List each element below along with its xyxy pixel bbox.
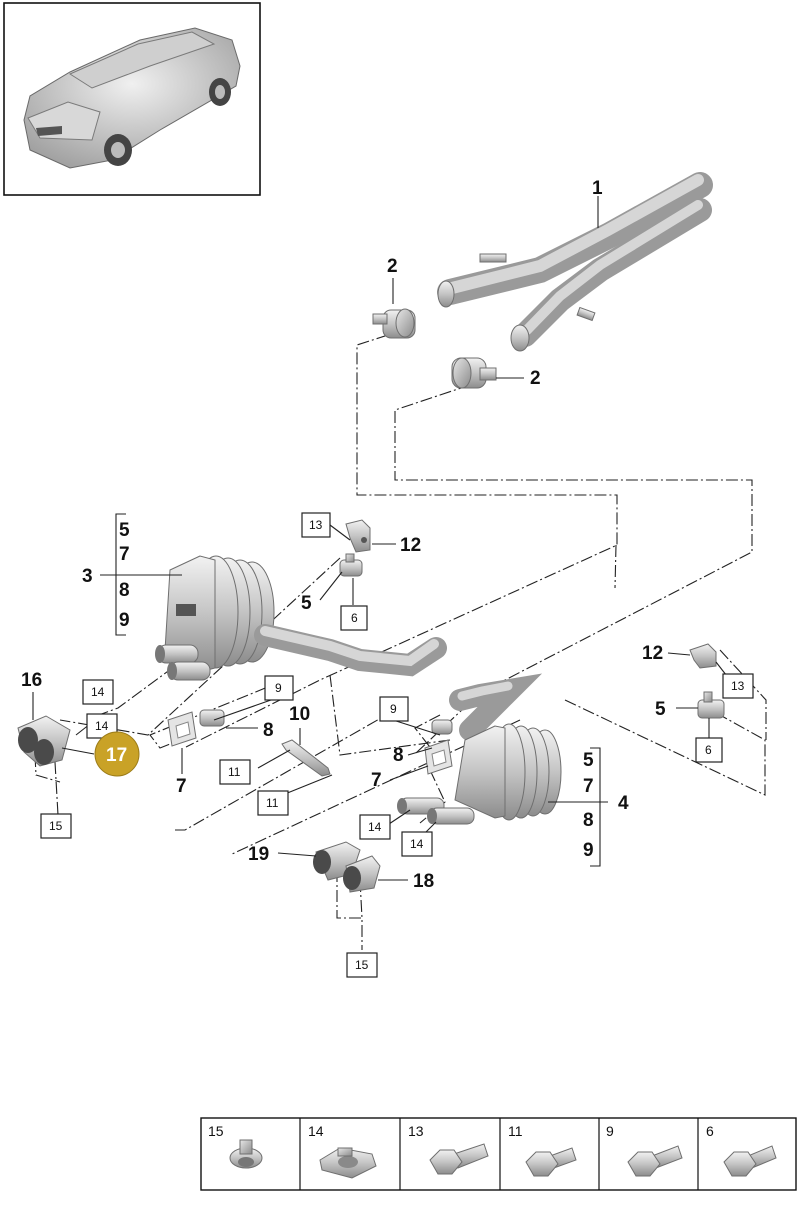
hex-bolt-icon bbox=[429, 1143, 489, 1175]
left-rear-muffler bbox=[155, 555, 447, 681]
callout-3-sub-8: 8 bbox=[119, 580, 130, 601]
hanger-8-right bbox=[431, 719, 453, 735]
callout-12-upper: 12 bbox=[400, 535, 421, 556]
callout-7-right: 7 bbox=[371, 770, 382, 791]
hanger-5-right bbox=[697, 691, 725, 719]
boxed-callout-9-right: 9 bbox=[379, 696, 409, 722]
hardware-table: 15 14 13 11 bbox=[200, 1117, 797, 1191]
callout-7-left: 7 bbox=[176, 776, 187, 797]
svg-text:11: 11 bbox=[228, 765, 241, 779]
svg-text:6: 6 bbox=[351, 611, 358, 625]
boxed-callout-6-upper: 6 bbox=[340, 605, 368, 631]
hardware-cell-14: 14 bbox=[308, 1123, 377, 1179]
svg-text:11: 11 bbox=[266, 796, 279, 810]
right-rear-muffler bbox=[397, 673, 562, 825]
svg-text:9: 9 bbox=[606, 1123, 614, 1139]
svg-text:15: 15 bbox=[49, 819, 63, 833]
callout-18: 18 bbox=[413, 871, 434, 892]
svg-text:9: 9 bbox=[275, 681, 282, 695]
hex-bolt-icon bbox=[627, 1145, 683, 1177]
svg-text:6: 6 bbox=[705, 743, 712, 757]
callout-3-sub-5: 5 bbox=[119, 520, 130, 541]
svg-text:13: 13 bbox=[309, 518, 323, 532]
hardware-cell-6: 6 bbox=[706, 1123, 777, 1177]
tailpipe-tip-left-16 bbox=[17, 715, 71, 767]
boxed-callout-14-a: 14 bbox=[82, 679, 114, 705]
hardware-cell-9: 9 bbox=[606, 1123, 683, 1177]
clamp-upper bbox=[372, 308, 416, 339]
callout-labels: 1 2 2 3 5 7 8 9 4 5 7 8 9 5 5 7 7 8 8 10… bbox=[21, 178, 666, 892]
callout-4: 4 bbox=[618, 793, 629, 814]
callout-3-sub-7: 7 bbox=[119, 544, 130, 565]
bracket-7-left bbox=[167, 711, 197, 747]
svg-text:14: 14 bbox=[91, 685, 105, 699]
rivet-icon bbox=[229, 1139, 263, 1169]
callout-16: 16 bbox=[21, 670, 42, 691]
callout-2-upper: 2 bbox=[387, 256, 398, 277]
callout-3: 3 bbox=[82, 566, 93, 587]
hardware-cell-13: 13 bbox=[408, 1123, 489, 1175]
clip-nut-icon bbox=[319, 1147, 377, 1179]
hex-bolt-icon bbox=[723, 1145, 777, 1177]
clamp-lower bbox=[451, 357, 497, 389]
svg-text:15: 15 bbox=[355, 958, 369, 972]
callout-4-sub-7: 7 bbox=[583, 776, 594, 797]
svg-text:13: 13 bbox=[731, 679, 745, 693]
callout-12-right: 12 bbox=[642, 643, 663, 664]
callout-5-left: 5 bbox=[301, 593, 312, 614]
callout-1: 1 bbox=[592, 178, 603, 199]
callout-4-sub-8: 8 bbox=[583, 810, 594, 831]
boxed-callout-13-right: 13 bbox=[722, 673, 754, 699]
callout-2-lower: 2 bbox=[530, 368, 541, 389]
front-y-pipe bbox=[437, 172, 713, 352]
boxed-callout-11-lower: 11 bbox=[257, 790, 289, 816]
callout-10: 10 bbox=[289, 704, 310, 725]
boxed-callout-11-left: 11 bbox=[219, 759, 251, 785]
svg-text:6: 6 bbox=[706, 1123, 714, 1139]
callout-3-sub-9: 9 bbox=[119, 610, 130, 631]
svg-text:14: 14 bbox=[95, 719, 109, 733]
hex-bolt-icon bbox=[525, 1147, 577, 1177]
boxed-callout-14-c: 14 bbox=[359, 814, 391, 840]
svg-text:14: 14 bbox=[308, 1123, 324, 1139]
svg-text:17: 17 bbox=[106, 745, 127, 766]
hanger-5-upper bbox=[339, 553, 363, 577]
callout-5-right: 5 bbox=[655, 699, 666, 720]
svg-text:9: 9 bbox=[390, 702, 397, 716]
callout-19: 19 bbox=[248, 844, 269, 865]
highlighted-callout-17[interactable]: 17 bbox=[94, 731, 140, 777]
callout-8-left: 8 bbox=[263, 720, 274, 741]
bracket-12-right bbox=[689, 643, 717, 669]
car-icon bbox=[23, 27, 241, 169]
hardware-cell-11: 11 bbox=[508, 1123, 577, 1177]
svg-text:15: 15 bbox=[208, 1123, 224, 1139]
svg-text:14: 14 bbox=[368, 820, 382, 834]
svg-text:14: 14 bbox=[410, 837, 424, 851]
strap-10 bbox=[281, 739, 331, 777]
callout-4-sub-9: 9 bbox=[583, 840, 594, 861]
boxed-callout-13-upper: 13 bbox=[301, 512, 331, 538]
svg-text:13: 13 bbox=[408, 1123, 424, 1139]
callout-4-sub-5: 5 bbox=[583, 750, 594, 771]
boxed-callout-15-right: 15 bbox=[346, 952, 378, 978]
boxed-callout-6-right: 6 bbox=[695, 737, 723, 763]
boxed-callouts: 13 6 13 6 9 9 11 11 bbox=[40, 512, 754, 978]
boxed-callout-9-left: 9 bbox=[264, 675, 294, 701]
boxed-callout-15-left: 15 bbox=[40, 813, 72, 839]
svg-text:11: 11 bbox=[508, 1123, 523, 1139]
tailpipe-tip-18 bbox=[343, 855, 381, 893]
callout-8-right: 8 bbox=[393, 745, 404, 766]
hardware-cell-15: 15 bbox=[208, 1123, 263, 1169]
vehicle-thumbnail bbox=[3, 2, 261, 196]
boxed-callout-14-d: 14 bbox=[401, 831, 433, 857]
bracket-12-upper bbox=[345, 519, 371, 553]
hanger-8-left bbox=[199, 709, 225, 727]
